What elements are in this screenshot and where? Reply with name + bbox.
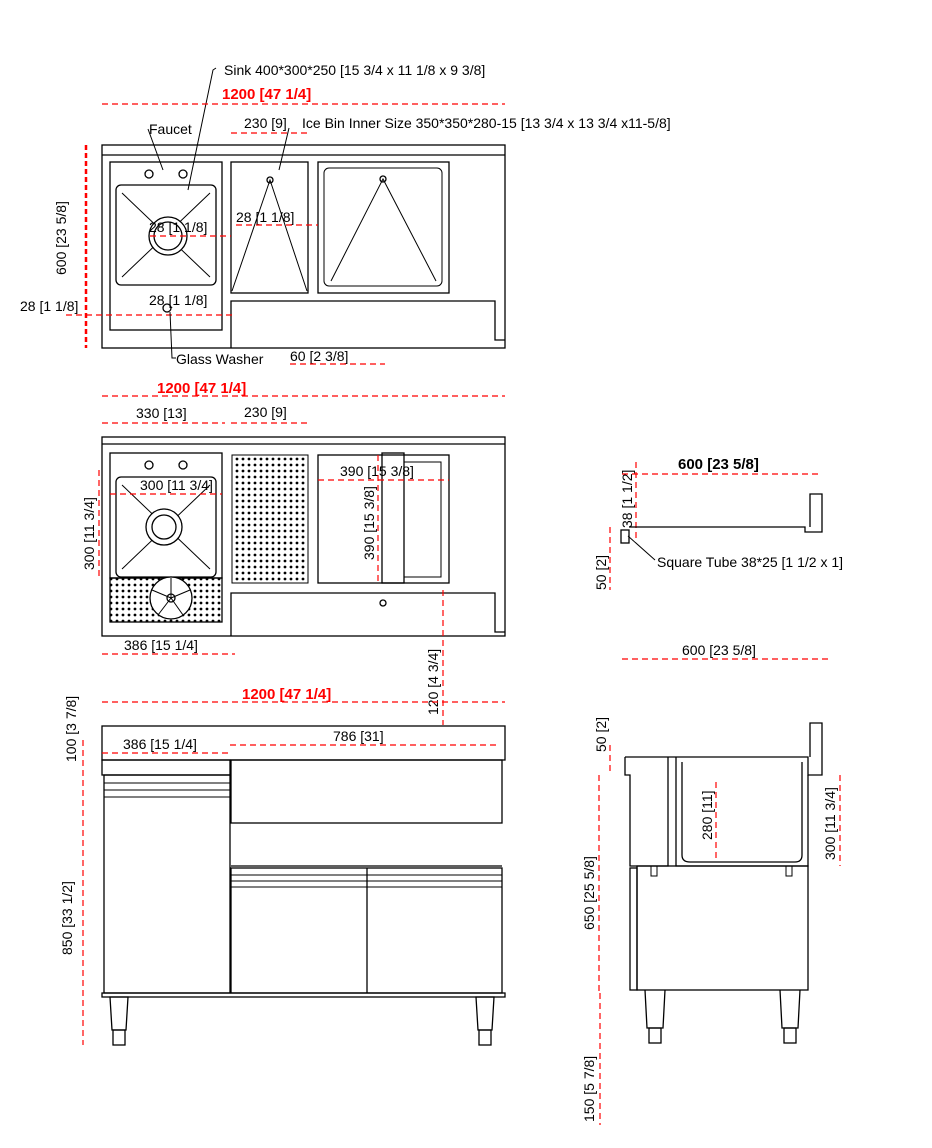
side-top-label: 50 [2] [593, 717, 609, 752]
side-depth-label: 600 [23 5/8] [682, 642, 756, 658]
sink-label: Sink 400*300*250 [15 3/4 x 11 1/8 x 9 3/… [224, 62, 485, 78]
total-width-label: 1200 [47 1/4] [222, 86, 311, 103]
leg [783, 1027, 797, 1044]
sink-section-label: 330 [13] [136, 405, 187, 421]
faucet-hole-icon [144, 169, 154, 179]
gap-left-label: 28 [1 1/8] [20, 298, 78, 314]
perforated-width-label: 230 [9] [244, 404, 287, 420]
bin-outer-label: 300 [11 3/4] [822, 787, 838, 860]
leg [478, 1029, 492, 1046]
lid-depth-label: 390 [15 3/8] [361, 486, 377, 560]
cabinet-body [636, 865, 809, 991]
drain-icon [145, 508, 183, 546]
height-label: 850 [33 1/2] [59, 881, 75, 955]
counter-outline [101, 436, 506, 637]
body-height-label: 650 [25 5/8] [581, 856, 597, 930]
side-view: 600 [23 5/8] 50 [2] 280 [11] 300 [11 3/4… [581, 642, 841, 1125]
leg-height-label: 150 [5 7/8] [581, 1056, 597, 1122]
bin-width-label: 230 [9] [244, 115, 287, 131]
right-section-label: 786 [31] [333, 728, 384, 744]
square-tube [620, 529, 630, 544]
sink-bowl [115, 184, 217, 286]
tube-label: Square Tube 38*25 [1 1/2 x 1] [657, 554, 843, 570]
tube-height-label: 38 [1 1/2] [619, 470, 635, 528]
glass-washer-label: Glass Washer [176, 351, 264, 367]
gap-bin-label: 28 [1 1/8] [236, 209, 294, 225]
gap-bottom-label: 28 [1 1/8] [149, 292, 207, 308]
ice-bin-large [317, 161, 450, 294]
backsplash-label: 100 [3 7/8] [63, 696, 79, 762]
glass-washer-icon [162, 303, 172, 313]
faucet-hole-icon [178, 169, 188, 179]
plan-view: 1200 [47 1/4] 330 [13] 230 [9] 300 [11 3… [81, 380, 506, 725]
drop-label: 50 [2] [593, 555, 609, 590]
washer-width-label: 386 [15 1/4] [124, 637, 198, 653]
sliding-lid [381, 452, 405, 584]
sink-box [109, 161, 223, 331]
lid-width-label: 390 [15 3/8] [340, 463, 414, 479]
bin-depth-label: 280 [11] [699, 790, 715, 840]
left-door [103, 774, 231, 994]
faucet-label: Faucet [149, 121, 192, 137]
leg [648, 1027, 662, 1044]
side-top-view: 600 [23 5/8] 38 [1 1/2] 50 [2] Square Tu… [593, 456, 843, 590]
sink-width-label: 300 [11 3/4] [140, 477, 213, 493]
ice-bin-label: Ice Bin Inner Size 350*350*280-15 [13 3/… [302, 115, 671, 131]
left-section-label: 386 [15 1/4] [123, 736, 197, 752]
counter-outline [101, 144, 506, 349]
ice-bin-small [230, 161, 309, 294]
offset-label: 120 [4 3/4] [425, 649, 441, 715]
drawer [230, 759, 503, 824]
sink-depth-label: 300 [11 3/4] [81, 497, 97, 570]
perforated-drainboard [231, 454, 309, 584]
offset-label: 60 [2 3/8] [290, 348, 348, 364]
plan-total-width-label: 1200 [47 1/4] [157, 380, 246, 397]
top-view: Sink 400*300*250 [15 3/4 x 11 1/8 x 9 3/… [20, 62, 671, 367]
front-view: 1200 [47 1/4] 100 [3 7/8] 386 [15 1/4] 7… [59, 686, 506, 1046]
depth-label: 600 [23 5/8] [53, 201, 69, 275]
leg [112, 1029, 126, 1046]
side-top-depth-label: 600 [23 5/8] [678, 456, 759, 473]
front-total-width-label: 1200 [47 1/4] [242, 686, 331, 703]
gap-sink-label: 28 [1 1/8] [149, 219, 207, 235]
